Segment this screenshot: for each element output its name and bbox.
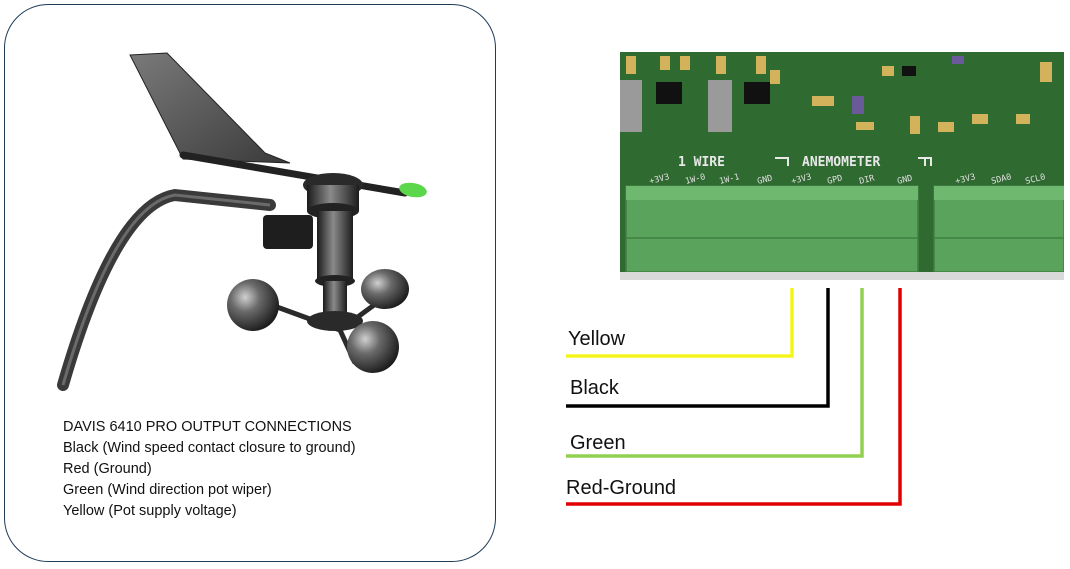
wire-label-green: Green xyxy=(570,432,626,454)
pin-label: +3V3 xyxy=(954,172,976,187)
terminal-block-left xyxy=(625,185,919,273)
pin-label: 1W-1 xyxy=(718,172,740,187)
pin-label: DIR xyxy=(858,173,876,187)
wire-green xyxy=(566,288,864,458)
notes-line: Red (Ground) xyxy=(63,461,152,477)
anemometer-illustration xyxy=(57,52,427,391)
wind-vane-fin xyxy=(129,52,291,164)
notes-line: Green (Wind direction pot wiper) xyxy=(63,482,272,498)
notes-line: Black (Wind speed contact closure to gro… xyxy=(63,440,356,456)
terminal-block-right xyxy=(933,185,1064,273)
sensor-card: DAVIS 6410 PRO OUTPUT CONNECTIONS Black … xyxy=(4,4,496,562)
pcb-components xyxy=(620,56,1052,134)
arm-clamp xyxy=(263,215,313,249)
wire-red xyxy=(566,288,902,506)
anemometer-cup-left xyxy=(227,279,279,331)
pin-label: +3V3 xyxy=(790,172,812,187)
output-connections-notes: DAVIS 6410 PRO OUTPUT CONNECTIONS Black … xyxy=(63,417,356,522)
sensor-body xyxy=(317,211,353,281)
anemometer-cup-right xyxy=(361,269,409,309)
pin-label: GND xyxy=(756,173,773,186)
wire-yellow xyxy=(566,288,794,358)
wire-label-red: Red-Ground xyxy=(566,477,677,499)
pin-labels: +3V3 1W-0 1W-1 GND +3V3 GPD DIR GND +3V3… xyxy=(648,172,1046,187)
vane-tip xyxy=(399,182,427,198)
pin-label: SDA0 xyxy=(990,172,1012,187)
pin-label: GND xyxy=(896,173,913,186)
vane-boom xyxy=(179,151,409,197)
anemometer-cup-front xyxy=(347,321,399,373)
pin-label: +3V3 xyxy=(648,172,670,187)
wire-label-black: Black xyxy=(570,377,619,399)
section-label-anemometer: ANEMOMETER xyxy=(802,155,880,170)
section-label-1wire: 1 WIRE xyxy=(678,155,725,170)
pin-label: 1W-0 xyxy=(684,172,706,187)
pin-label: GPD xyxy=(826,173,843,186)
pin-label: SCL0 xyxy=(1024,172,1046,187)
pcb-terminal-block: 1 WIRE ANEMOMETER +3V3 1W-0 1W-1 GND +3V… xyxy=(620,52,1064,280)
wire-label-yellow: Yellow xyxy=(568,328,626,350)
notes-line: Yellow (Pot supply voltage) xyxy=(63,503,237,519)
notes-title: DAVIS 6410 PRO OUTPUT CONNECTIONS xyxy=(63,419,352,435)
wire-black xyxy=(566,288,830,408)
